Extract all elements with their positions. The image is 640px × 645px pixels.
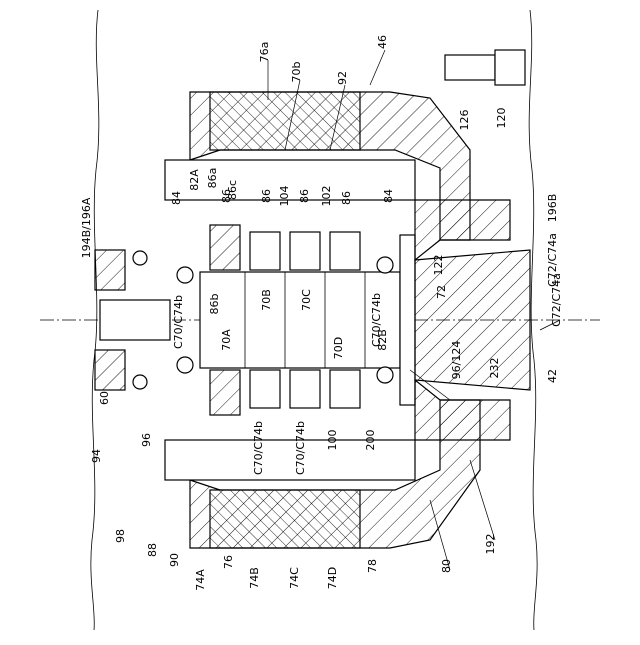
label-43: 90 (168, 553, 181, 567)
label-45: 76 (222, 555, 235, 569)
label-0: 76a (258, 42, 271, 63)
label-21: C72/C74a (550, 273, 563, 327)
label-27: 70A (220, 329, 233, 351)
label-24: 70C (300, 289, 313, 311)
bearing-far-left-top (133, 251, 147, 265)
label-30: 70D (332, 337, 345, 359)
planet-70c-bottom (290, 370, 320, 408)
planet-70c-top (290, 232, 320, 270)
label-23: 70B (260, 289, 273, 311)
bearing-left-bottom (177, 357, 193, 373)
label-48: 74D (326, 567, 339, 589)
planet-70b-top (250, 232, 280, 270)
label-17: 84 (382, 189, 395, 203)
leader-192 (470, 460, 495, 540)
label-50: 80 (440, 559, 453, 573)
label-31: 96/124 (450, 341, 463, 380)
label-6: 194B/196A (80, 197, 93, 258)
label-11: 86 (220, 189, 233, 203)
label-20: 122 (432, 255, 445, 276)
label-40: 94 (90, 449, 103, 463)
label-51: 192 (484, 534, 497, 555)
housing-right-bottom (415, 380, 510, 440)
bolt-nut (495, 50, 525, 85)
label-42: 88 (146, 543, 159, 557)
label-2: 92 (336, 71, 349, 85)
label-16: 86 (340, 191, 353, 205)
bearing-right-bottom (377, 367, 393, 383)
label-29: 82B (376, 329, 389, 351)
carrier-flange (400, 235, 415, 405)
label-35: 96 (140, 433, 153, 447)
bearing-far-left-bottom (133, 375, 147, 389)
input-shaft (100, 300, 170, 340)
label-36: C70/C74b (252, 421, 265, 475)
label-32: 232 (488, 358, 501, 379)
ring-gear-bottom (210, 490, 360, 548)
label-33: 42 (546, 369, 559, 383)
label-46: 74B (248, 567, 261, 589)
label-4: 126 (458, 110, 471, 131)
label-13: 104 (278, 186, 291, 207)
label-7: 82A (188, 169, 201, 191)
planet-70a-top (210, 225, 240, 270)
label-18: 196B (546, 194, 559, 223)
planet-70d-top (330, 232, 360, 270)
label-26: C70/C74b (172, 295, 185, 349)
label-34: 60 (98, 391, 111, 405)
label-8: 86a (206, 168, 219, 189)
label-5: 120 (495, 108, 508, 129)
label-15: 102 (320, 186, 333, 207)
bearing-left-top (177, 267, 193, 283)
left-housing-bottom (95, 350, 125, 390)
label-41: 98 (114, 529, 127, 543)
label-25: 72 (435, 285, 448, 299)
pinion-shaft-bottom (165, 440, 415, 480)
label-14: 86 (298, 189, 311, 203)
planet-70d-bottom (330, 370, 360, 408)
label-39: 200 (364, 430, 377, 451)
planet-70a-bottom (210, 370, 240, 415)
label-44: 74A (194, 569, 207, 591)
housing-right-top (415, 200, 510, 260)
planet-70b-bottom (250, 370, 280, 408)
leader-46 (370, 50, 385, 85)
label-37: C70/C74b (294, 421, 307, 475)
label-38: 100 (326, 430, 339, 451)
left-housing-top (95, 250, 125, 290)
ring-gear-top (210, 92, 360, 150)
label-49: 78 (366, 559, 379, 573)
label-1: 70b (290, 61, 303, 82)
label-12: 86 (260, 189, 273, 203)
label-47: 74C (288, 567, 301, 589)
label-10: 84 (170, 191, 183, 205)
label-22: 86b (208, 293, 221, 314)
bolt-head (445, 55, 495, 80)
bearing-right-top (377, 257, 393, 273)
label-3: 46 (376, 35, 389, 49)
